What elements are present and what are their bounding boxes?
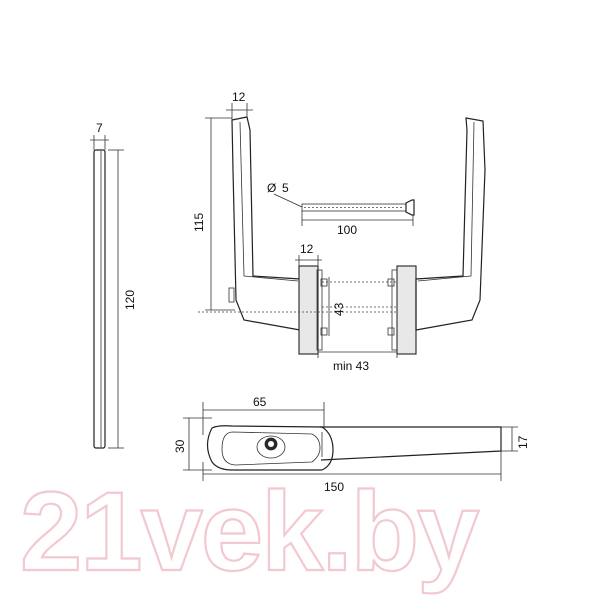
door-thickness-label: min 43 xyxy=(333,359,369,373)
left-rose-pin-bottom xyxy=(320,327,328,336)
left-rose-pin-top xyxy=(320,278,328,287)
end-height-label: 17 xyxy=(516,435,530,449)
left-lever-inner-line xyxy=(239,121,299,282)
handle-height-label: 115 xyxy=(192,213,206,232)
right-rose-pin-bottom xyxy=(387,327,395,336)
lock-surround xyxy=(256,435,286,459)
left-rose-plate xyxy=(298,265,319,355)
screw-diameter-leader xyxy=(273,193,303,208)
screw-length-label: 100 xyxy=(337,223,357,237)
watermark: 21vek.by xyxy=(20,469,479,594)
right-lever-outline xyxy=(415,117,486,331)
right-lever-inner-line xyxy=(417,121,475,282)
lever-arm-outline xyxy=(320,426,502,461)
strip-outline xyxy=(93,149,106,449)
strip-width-label: 7 xyxy=(96,121,103,135)
left-lever-outline xyxy=(231,116,301,331)
handle-side-view: 12 115 12 43 min 43 xyxy=(192,90,486,373)
screw-head xyxy=(405,199,415,216)
screw-diameter-label: 5 xyxy=(282,181,289,195)
right-rose-plate xyxy=(396,265,417,355)
left-rose-edge xyxy=(316,269,323,351)
lever-base-inner xyxy=(221,431,321,466)
left-lever-set-screw xyxy=(228,287,235,303)
strip-length-label: 120 xyxy=(123,290,137,310)
handle-width-label: 12 xyxy=(232,90,246,104)
lever-top-view: 65 30 17 150 xyxy=(173,395,530,494)
rose-width-label: 12 xyxy=(300,242,314,256)
strip-view: 7 120 xyxy=(90,121,137,449)
lever-base-outline xyxy=(206,425,334,471)
screw-view: Ø 5 100 xyxy=(267,181,415,237)
rose-height-label: 43 xyxy=(332,302,346,316)
base-length-label: 65 xyxy=(253,395,267,409)
screw-diameter-symbol: Ø xyxy=(267,181,276,195)
right-rose-edge xyxy=(391,269,398,351)
lock-keyhole-icon xyxy=(268,441,274,447)
total-length-label: 150 xyxy=(324,480,344,494)
base-height-label: 30 xyxy=(173,439,187,453)
right-rose-pin-top xyxy=(387,278,395,287)
